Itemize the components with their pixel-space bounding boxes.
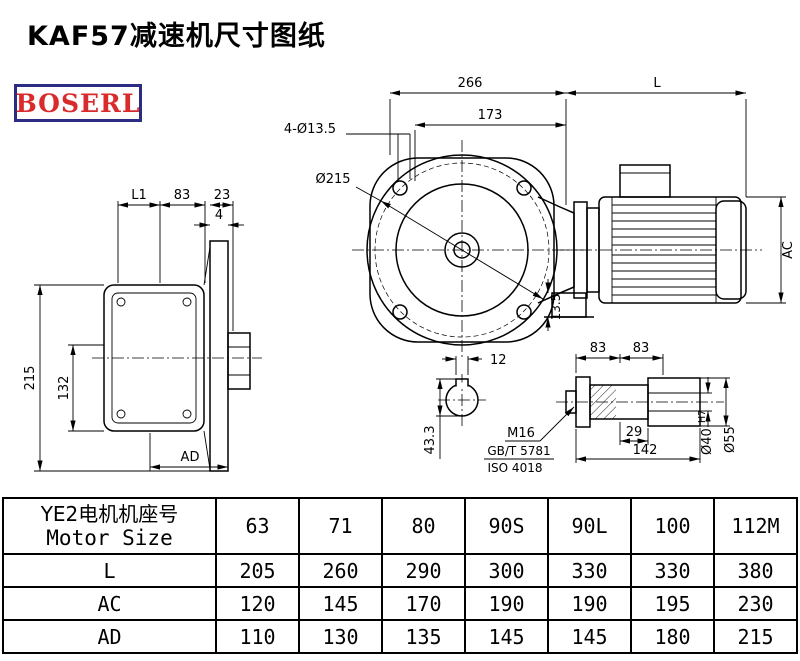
motor-fins bbox=[612, 204, 716, 296]
brand-logo: BOSERL bbox=[14, 84, 142, 122]
bore-end-view: 12 43.3 bbox=[423, 353, 507, 459]
motor-size-100: 100 bbox=[630, 497, 715, 555]
row-label-L: L bbox=[2, 553, 217, 588]
table-cell: 330 bbox=[547, 553, 632, 588]
table-row-AD: AD 110 130 135 145 145 180 215 bbox=[2, 619, 798, 654]
table-cell: 120 bbox=[215, 586, 300, 621]
dim-AD-label: AD bbox=[181, 450, 200, 465]
dim-173-label: 173 bbox=[478, 108, 503, 123]
table-cell: 300 bbox=[464, 553, 549, 588]
dim-215-label: 215 bbox=[23, 366, 38, 391]
dim-266-label: 266 bbox=[458, 76, 483, 91]
standard-gb-label: GB/T 5781 bbox=[487, 444, 550, 458]
dim-83-side-label: 83 bbox=[174, 188, 191, 203]
table-cell: 190 bbox=[547, 586, 632, 621]
dim-83a-label: 83 bbox=[590, 341, 607, 356]
table-cell: 195 bbox=[630, 586, 715, 621]
dim-23-label: 23 bbox=[214, 188, 231, 203]
brand-logo-text: BOSERL bbox=[15, 88, 141, 118]
table-cell: 380 bbox=[713, 553, 798, 588]
table-cell: 130 bbox=[298, 619, 383, 654]
dimension-table: YE2电机机座号 Motor Size 63 71 80 90S 90L 100… bbox=[2, 497, 798, 654]
shaft-detail-view: 83 83 M16 GB/T 5781 ISO 4018 29 142 bbox=[484, 341, 738, 475]
motor-size-90L: 90L bbox=[547, 497, 632, 555]
dim-L-label: L bbox=[653, 76, 661, 91]
motor-size-80: 80 bbox=[381, 497, 466, 555]
dim-4-label: 4 bbox=[215, 208, 223, 223]
flange-holes-label: 4-Ø13.5 bbox=[284, 122, 336, 137]
dim-29-label: 29 bbox=[626, 425, 643, 440]
bolt-label: M16 bbox=[507, 426, 535, 441]
terminal-box bbox=[619, 164, 671, 198]
dim-AC-label: AC bbox=[781, 241, 796, 259]
row-label-AC: AC bbox=[2, 586, 217, 621]
table-cell: 205 bbox=[215, 553, 300, 588]
front-view: 4-Ø13.5 Ø215 13.5 266 L 173 bbox=[284, 76, 747, 360]
dim-83b-label: 83 bbox=[633, 341, 650, 356]
table-cell: 290 bbox=[381, 553, 466, 588]
dim-132-label: 132 bbox=[57, 376, 72, 401]
table-cell: 260 bbox=[298, 553, 383, 588]
table-cell: 145 bbox=[547, 619, 632, 654]
table-cell: 180 bbox=[630, 619, 715, 654]
table-cell: 110 bbox=[215, 619, 300, 654]
table-row-L: L 205 260 290 300 330 330 380 bbox=[2, 553, 798, 588]
row-label-AD: AD bbox=[2, 619, 217, 654]
table-cell: 215 bbox=[713, 619, 798, 654]
keyway-depth-label: 43.3 bbox=[423, 426, 438, 455]
page-title: KAF57减速机尺寸图纸 bbox=[27, 21, 326, 52]
table-cell: 190 bbox=[464, 586, 549, 621]
motor-size-header-cn: YE2电机机座号 bbox=[40, 501, 179, 526]
technical-drawing: 215 132 L1 83 23 4 AD bbox=[23, 76, 796, 475]
motor-size-header-cell: YE2电机机座号 Motor Size bbox=[2, 497, 217, 555]
foot-thickness-label: 13.5 bbox=[549, 294, 563, 321]
table-cell: 170 bbox=[381, 586, 466, 621]
dim-142-label: 142 bbox=[633, 443, 658, 458]
motor-size-112M: 112M bbox=[713, 497, 798, 555]
flange-diameter-label: Ø215 bbox=[315, 172, 350, 187]
bore-diameter-label: Ø40 bbox=[700, 428, 715, 455]
motor-size-63: 63 bbox=[215, 497, 300, 555]
standard-iso-label: ISO 4018 bbox=[488, 461, 543, 475]
side-view: 215 132 L1 83 23 4 AD bbox=[23, 188, 262, 472]
motor-view: AC bbox=[560, 164, 796, 304]
table-cell: 330 bbox=[630, 553, 715, 588]
table-row-AC: AC 120 145 170 190 190 195 230 bbox=[2, 586, 798, 621]
dim-L1-label: L1 bbox=[131, 188, 147, 203]
table-cell: 230 bbox=[713, 586, 798, 621]
bore-tolerance-label: H7 bbox=[697, 410, 708, 423]
table-header-row: YE2电机机座号 Motor Size 63 71 80 90S 90L 100… bbox=[2, 497, 798, 555]
motor-size-90S: 90S bbox=[464, 497, 549, 555]
keyway-width-label: 12 bbox=[490, 353, 507, 368]
motor-size-header-en: Motor Size bbox=[46, 525, 173, 550]
motor-size-71: 71 bbox=[298, 497, 383, 555]
table-cell: 145 bbox=[464, 619, 549, 654]
table-cell: 135 bbox=[381, 619, 466, 654]
shaft-diameter-label: Ø55 bbox=[723, 426, 738, 453]
fan-cover bbox=[715, 200, 747, 300]
table-cell: 145 bbox=[298, 586, 383, 621]
